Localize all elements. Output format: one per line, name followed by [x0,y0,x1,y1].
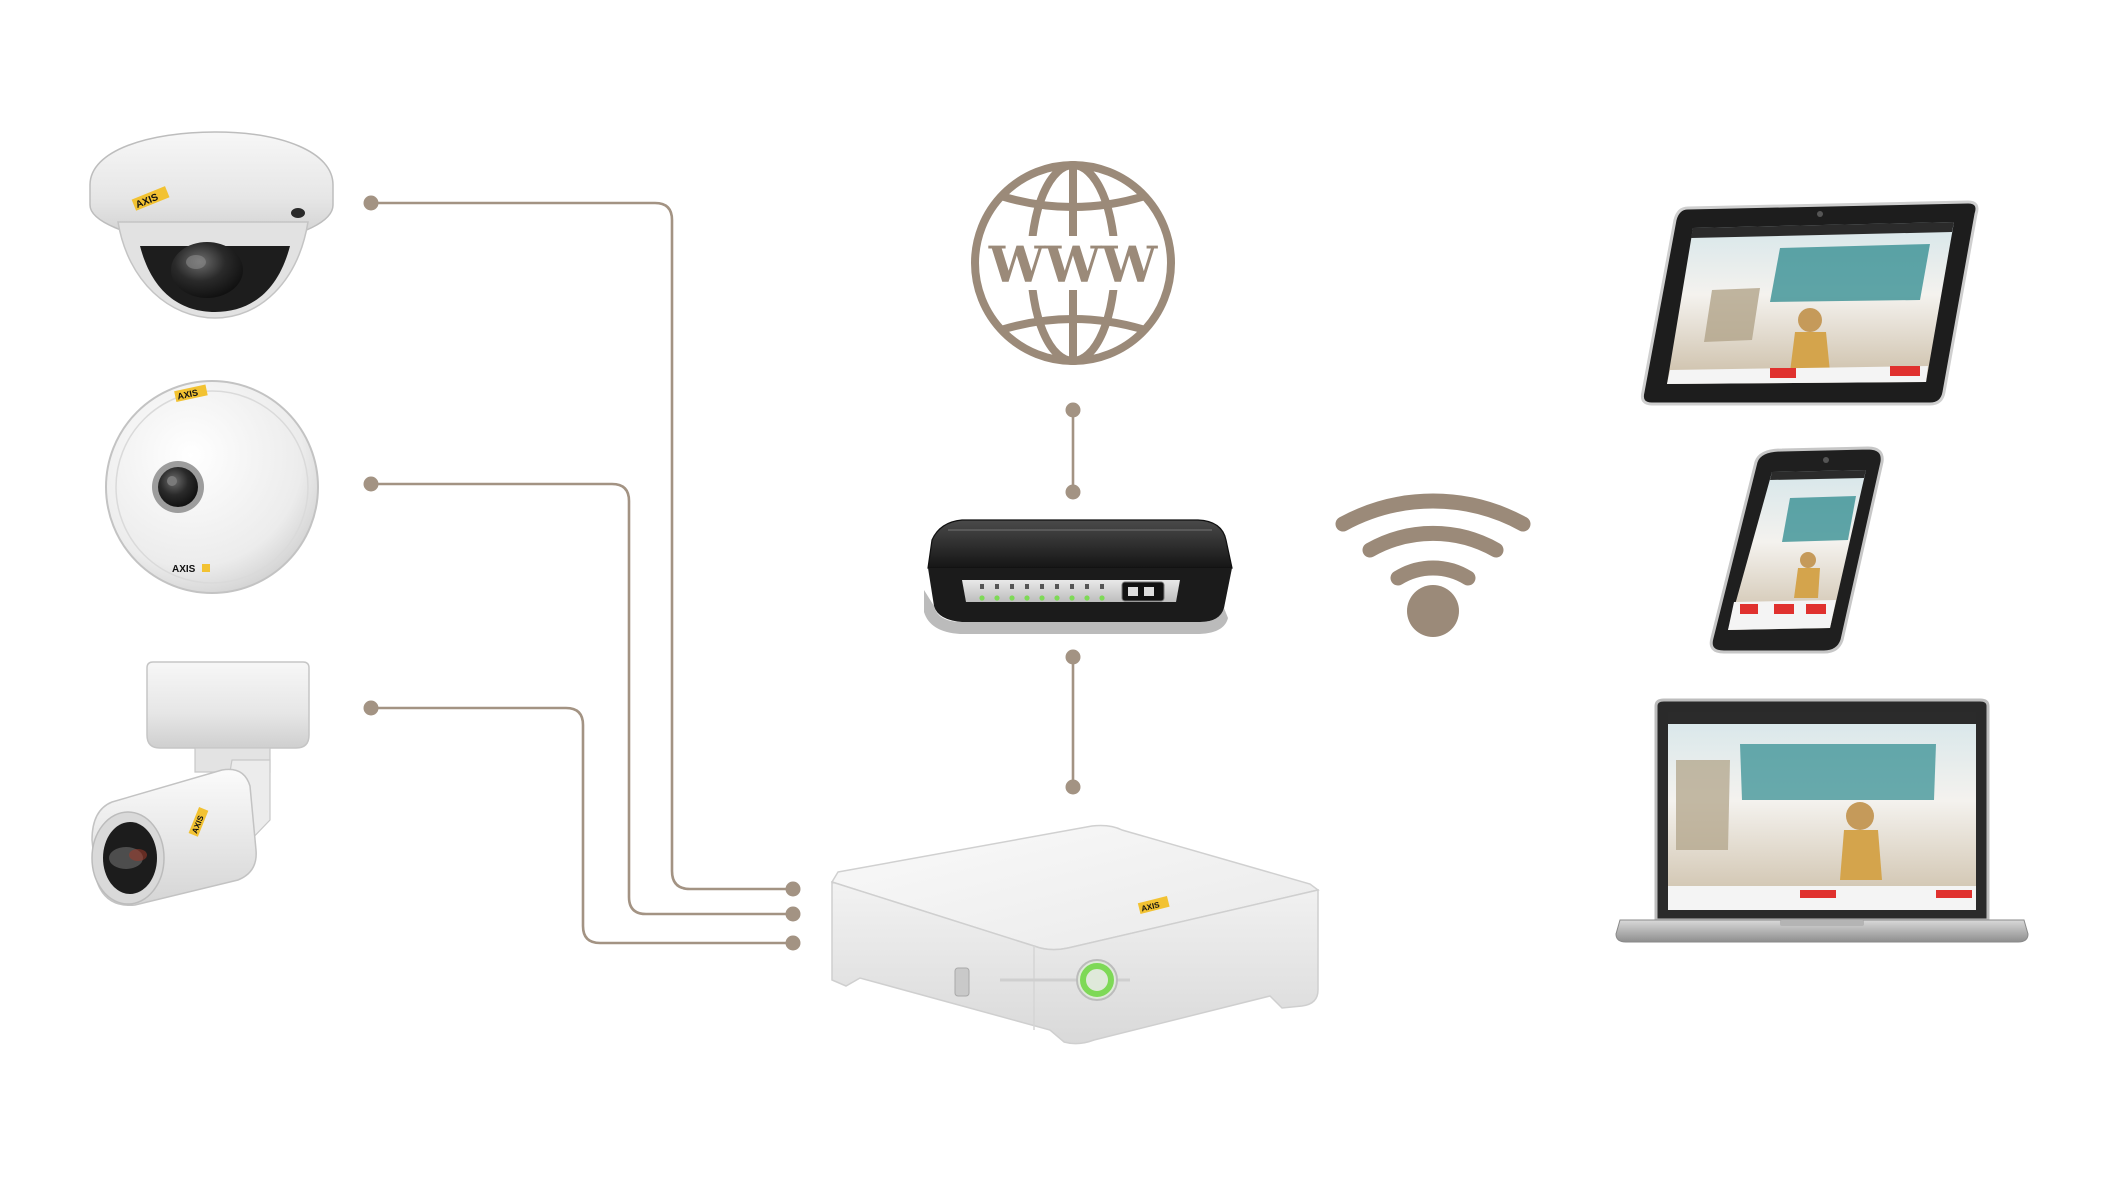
router-port-marker [1100,584,1104,589]
connector-dot [363,195,379,211]
dome-camera-link [371,201,793,891]
connector-dot [1065,779,1081,795]
laptop-icon [1615,698,2029,943]
router-port-marker [1085,584,1089,589]
router-status-light [1099,595,1105,601]
router-status-light [994,595,1000,601]
fisheye-brand-label-bottom: AXIS [172,564,196,575]
tablet-icon [1640,200,1979,406]
fisheye-camera-link [371,482,793,916]
connector-dot [1065,402,1081,418]
router-icon [924,519,1233,634]
bullet-camera-icon: AXIS [91,661,310,906]
router-status-light [1039,595,1045,601]
connector-dot [785,881,801,897]
router-status-light [1024,595,1030,601]
connector-lines [363,195,1081,951]
router-status-light [1069,595,1075,601]
connector-dot [785,906,801,922]
router-status-light [1009,595,1015,601]
connector-dot [363,700,379,716]
router-port-marker [1025,584,1029,589]
panoramic-camera-icon: AXIS AXIS [105,380,319,594]
router-status-light [1054,595,1060,601]
router-port-marker [1055,584,1059,589]
connector-dot [1065,484,1081,500]
router-port-marker [995,584,999,589]
connector-dot [785,935,801,951]
router-port-marker [980,584,984,589]
smartphone-icon [1709,446,1884,654]
router-port-marker [1040,584,1044,589]
fisheye-brand-label-top: AXIS [176,387,199,401]
dome-camera-icon: AXIS [89,131,334,319]
wifi-icon [1335,493,1531,637]
globe-label-band [988,236,1158,290]
recorder-icon: AXIS [830,824,1320,1045]
router-status-light [1084,595,1090,601]
connector-dot [363,476,379,492]
router-port-marker [1070,584,1074,589]
bullet-camera-link [371,706,793,945]
www-label: WWW [988,235,1158,294]
router-port-marker [1010,584,1014,589]
router-status-light [979,595,985,601]
connector-dot [1065,649,1081,665]
